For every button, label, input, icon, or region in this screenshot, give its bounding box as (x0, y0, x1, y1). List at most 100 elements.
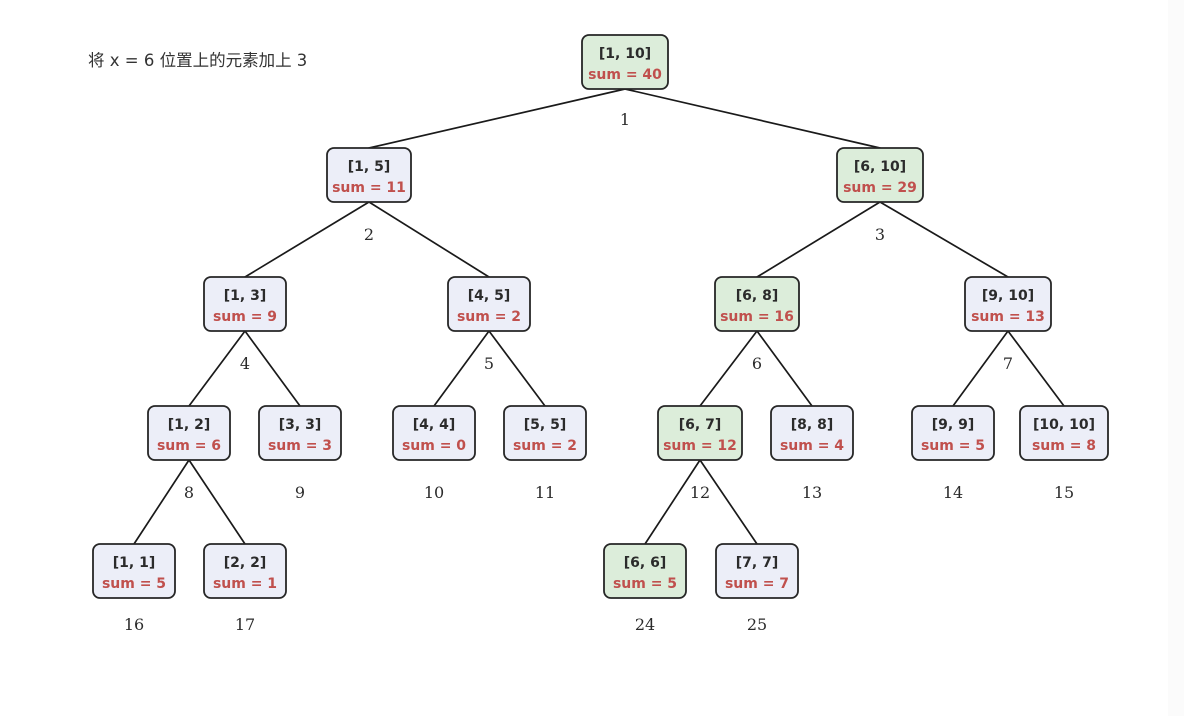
nodes-layer: [1, 10] sum = 40 1 [1, 5]sum = 11 2 [6, 10] su… (92, 34, 1109, 634)
node-sum-label: sum = 5 (613, 576, 677, 592)
tree-edge (624, 88, 881, 149)
tree-node[interactable]: [7, 7] sum = 7 (715, 543, 799, 599)
node-box-highlighted[interactable] (603, 543, 687, 599)
tree-node[interactable]: [1, 3] sum = 9 (203, 276, 287, 332)
tree-edge (188, 330, 246, 407)
node-index-label: 2 (364, 225, 374, 244)
node-box-highlighted[interactable] (657, 405, 743, 461)
node-index-label: 1 (620, 110, 630, 129)
node-index-label: 24 (635, 615, 655, 634)
tree-node[interactable]: [1, 1]sum = 5 (92, 543, 176, 599)
node-box[interactable] (1019, 405, 1109, 461)
node-range-label: [1, 5] (348, 159, 390, 175)
node-sum-label: sum = 3 (268, 438, 332, 454)
tree-node[interactable]: [1, 10] sum = 40 (581, 34, 669, 90)
node-box[interactable] (203, 543, 287, 599)
node-range-label: [1, 3] (224, 288, 266, 304)
tree-node[interactable]: [9, 10] sum = 13 (964, 276, 1052, 332)
node-index-label: 25 (747, 615, 767, 634)
node-sum-label: sum = 5 (921, 438, 985, 454)
tree-edge (756, 330, 813, 407)
node-range-label: [10, 10] (1033, 417, 1095, 433)
node-range-label: [1, 10] (599, 46, 651, 62)
node-index-label: 3 (875, 225, 885, 244)
node-range-label: [7, 7] (736, 555, 778, 571)
node-sum-label: sum = 16 (720, 309, 794, 325)
node-box[interactable] (911, 405, 995, 461)
node-box[interactable] (258, 405, 342, 461)
node-sum-label: sum = 29 (843, 180, 917, 196)
node-range-label: [4, 5] (468, 288, 510, 304)
node-box[interactable] (770, 405, 854, 461)
tree-edge (699, 459, 758, 545)
node-sum-label: sum = 1 (213, 576, 277, 592)
node-box[interactable] (147, 405, 231, 461)
node-range-label: [9, 9] (932, 417, 974, 433)
tree-edge (368, 201, 490, 278)
node-index-label: 8 (184, 483, 194, 502)
node-index-label: 10 (424, 483, 444, 502)
edges-layer (133, 88, 1065, 545)
node-box[interactable] (447, 276, 531, 332)
node-sum-label: sum = 9 (213, 309, 277, 325)
tree-node[interactable]: [5, 5]sum = 2 (503, 405, 587, 461)
tree-edge (188, 459, 246, 545)
node-box[interactable] (503, 405, 587, 461)
node-range-label: [6, 8] (736, 288, 778, 304)
node-range-label: [6, 10] (854, 159, 906, 175)
node-index-label: 16 (124, 615, 144, 634)
node-range-label: [2, 2] (224, 555, 266, 571)
node-box[interactable] (392, 405, 476, 461)
node-box-highlighted[interactable] (581, 34, 669, 90)
tree-node[interactable]: [1, 2]sum = 6 (147, 405, 231, 461)
tree-edge (433, 330, 490, 407)
page-right-edge (1168, 0, 1184, 716)
tree-node[interactable]: [2, 2] sum = 1 (203, 543, 287, 599)
tree-node[interactable]: [9, 9] sum = 5 (911, 405, 995, 461)
node-sum-label: sum = 2 (457, 309, 521, 325)
node-index-label: 15 (1054, 483, 1074, 502)
node-index-label: 17 (235, 615, 255, 634)
node-sum-label: sum = 4 (780, 438, 844, 454)
node-range-label: [4, 4] (413, 417, 455, 433)
tree-node[interactable]: [6, 7] sum = 12 (657, 405, 743, 461)
tree-edge (644, 459, 701, 545)
node-sum-label: sum = 40 (588, 67, 662, 83)
node-sum-label: sum = 12 (663, 438, 737, 454)
tree-edge (879, 201, 1009, 278)
tree-node[interactable]: [6, 6]sum = 5 (603, 543, 687, 599)
tree-node[interactable]: [4, 4] sum = 0 (392, 405, 476, 461)
tree-edge (133, 459, 190, 545)
tree-node[interactable]: [6, 10] sum = 29 (836, 147, 924, 203)
node-sum-label: sum = 7 (725, 576, 789, 592)
node-sum-label: sum = 5 (102, 576, 166, 592)
node-box[interactable] (964, 276, 1052, 332)
node-range-label: [9, 10] (982, 288, 1034, 304)
tree-edge (756, 201, 881, 278)
node-box-highlighted[interactable] (836, 147, 924, 203)
tree-node[interactable]: [6, 8] sum = 16 (714, 276, 800, 332)
node-sum-label: sum = 13 (971, 309, 1045, 325)
tree-node[interactable]: [1, 5]sum = 11 (326, 147, 412, 203)
node-index-label: 13 (802, 483, 822, 502)
tree-node[interactable]: [8, 8] sum = 4 (770, 405, 854, 461)
node-range-label: [8, 8] (791, 417, 833, 433)
tree-node[interactable]: [3, 3] sum = 3 (258, 405, 342, 461)
tree-node[interactable]: [10, 10]sum = 8 (1019, 405, 1109, 461)
tree-edge (368, 88, 626, 149)
node-range-label: [6, 7] (679, 417, 721, 433)
node-index-label: 7 (1003, 354, 1013, 373)
node-box[interactable] (203, 276, 287, 332)
node-box[interactable] (326, 147, 412, 203)
node-sum-label: sum = 0 (402, 438, 466, 454)
node-box-highlighted[interactable] (714, 276, 800, 332)
tree-edge (699, 330, 758, 407)
node-box[interactable] (92, 543, 176, 599)
tree-edge (1007, 330, 1065, 407)
node-range-label: [3, 3] (279, 417, 321, 433)
node-sum-label: sum = 6 (157, 438, 221, 454)
node-box[interactable] (715, 543, 799, 599)
tree-edge (952, 330, 1009, 407)
tree-node[interactable]: [4, 5] sum = 2 (447, 276, 531, 332)
